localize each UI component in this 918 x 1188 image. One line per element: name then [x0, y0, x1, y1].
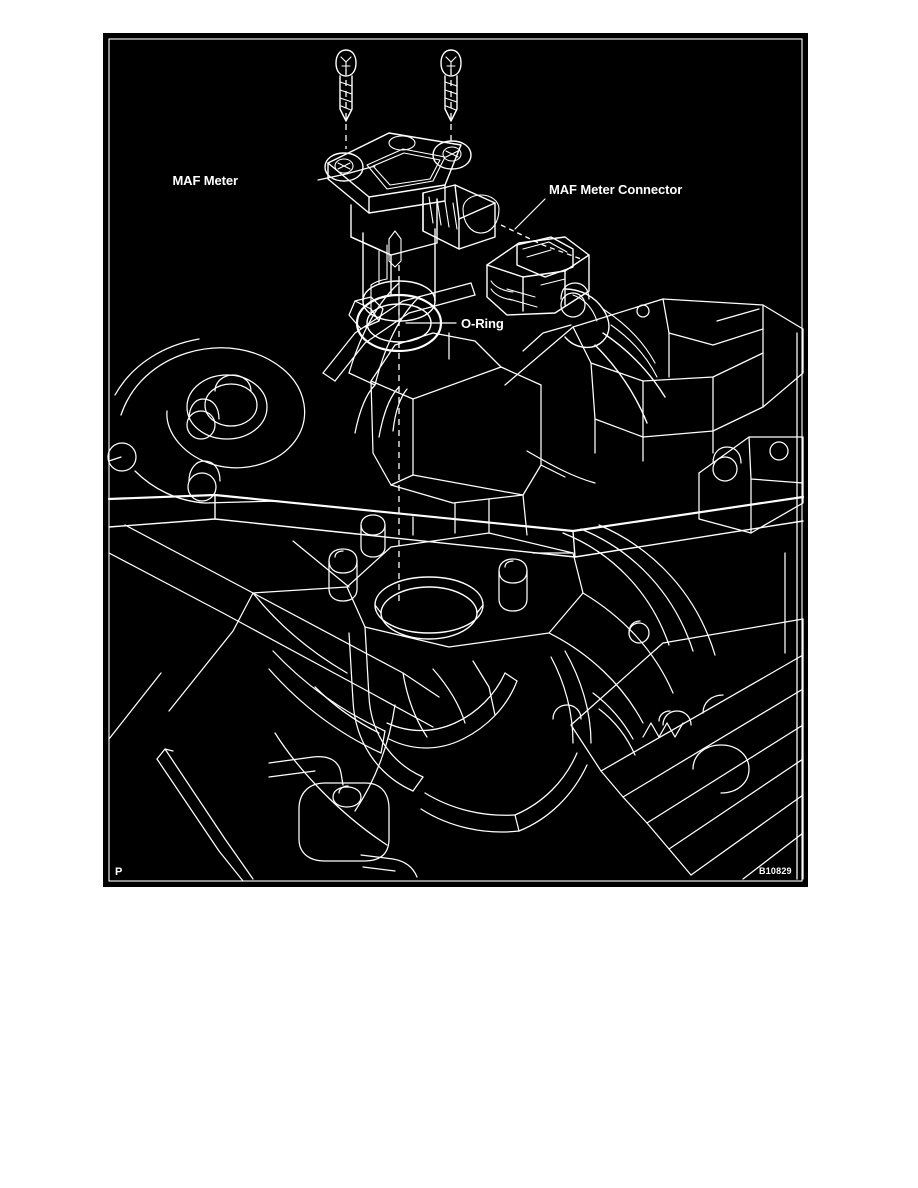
- maf-meter-connector-plug: [486, 224, 666, 424]
- engine-compartment-illustration: [107, 282, 805, 882]
- figure-corner-marker: P: [115, 866, 122, 878]
- figure-panel: MAF Meter MAF Meter Connector O-Ring P B…: [103, 33, 808, 887]
- mounting-screw-left: [335, 49, 357, 122]
- callout-label-o-ring: O-Ring: [461, 316, 504, 331]
- callout-label-maf-meter: MAF Meter: [172, 173, 238, 188]
- callout-leader-line: [514, 198, 546, 230]
- figure-reference-code: B10829: [759, 866, 792, 876]
- panel-inner-border: [108, 38, 803, 882]
- callout-maf-meter: MAF Meter: [172, 165, 376, 188]
- figure-reference-code-box: B10829: [759, 866, 792, 876]
- maf-meter-assembly: [324, 132, 500, 322]
- callout-label-maf-meter-connector: MAF Meter Connector: [549, 182, 682, 197]
- callout-o-ring: O-Ring: [405, 316, 504, 331]
- callout-leader-line: [317, 165, 376, 181]
- callout-maf-meter-connector: MAF Meter Connector: [514, 182, 682, 230]
- technical-illustration: MAF Meter MAF Meter Connector O-Ring P B…: [107, 38, 805, 882]
- mounting-screw-right: [440, 49, 462, 122]
